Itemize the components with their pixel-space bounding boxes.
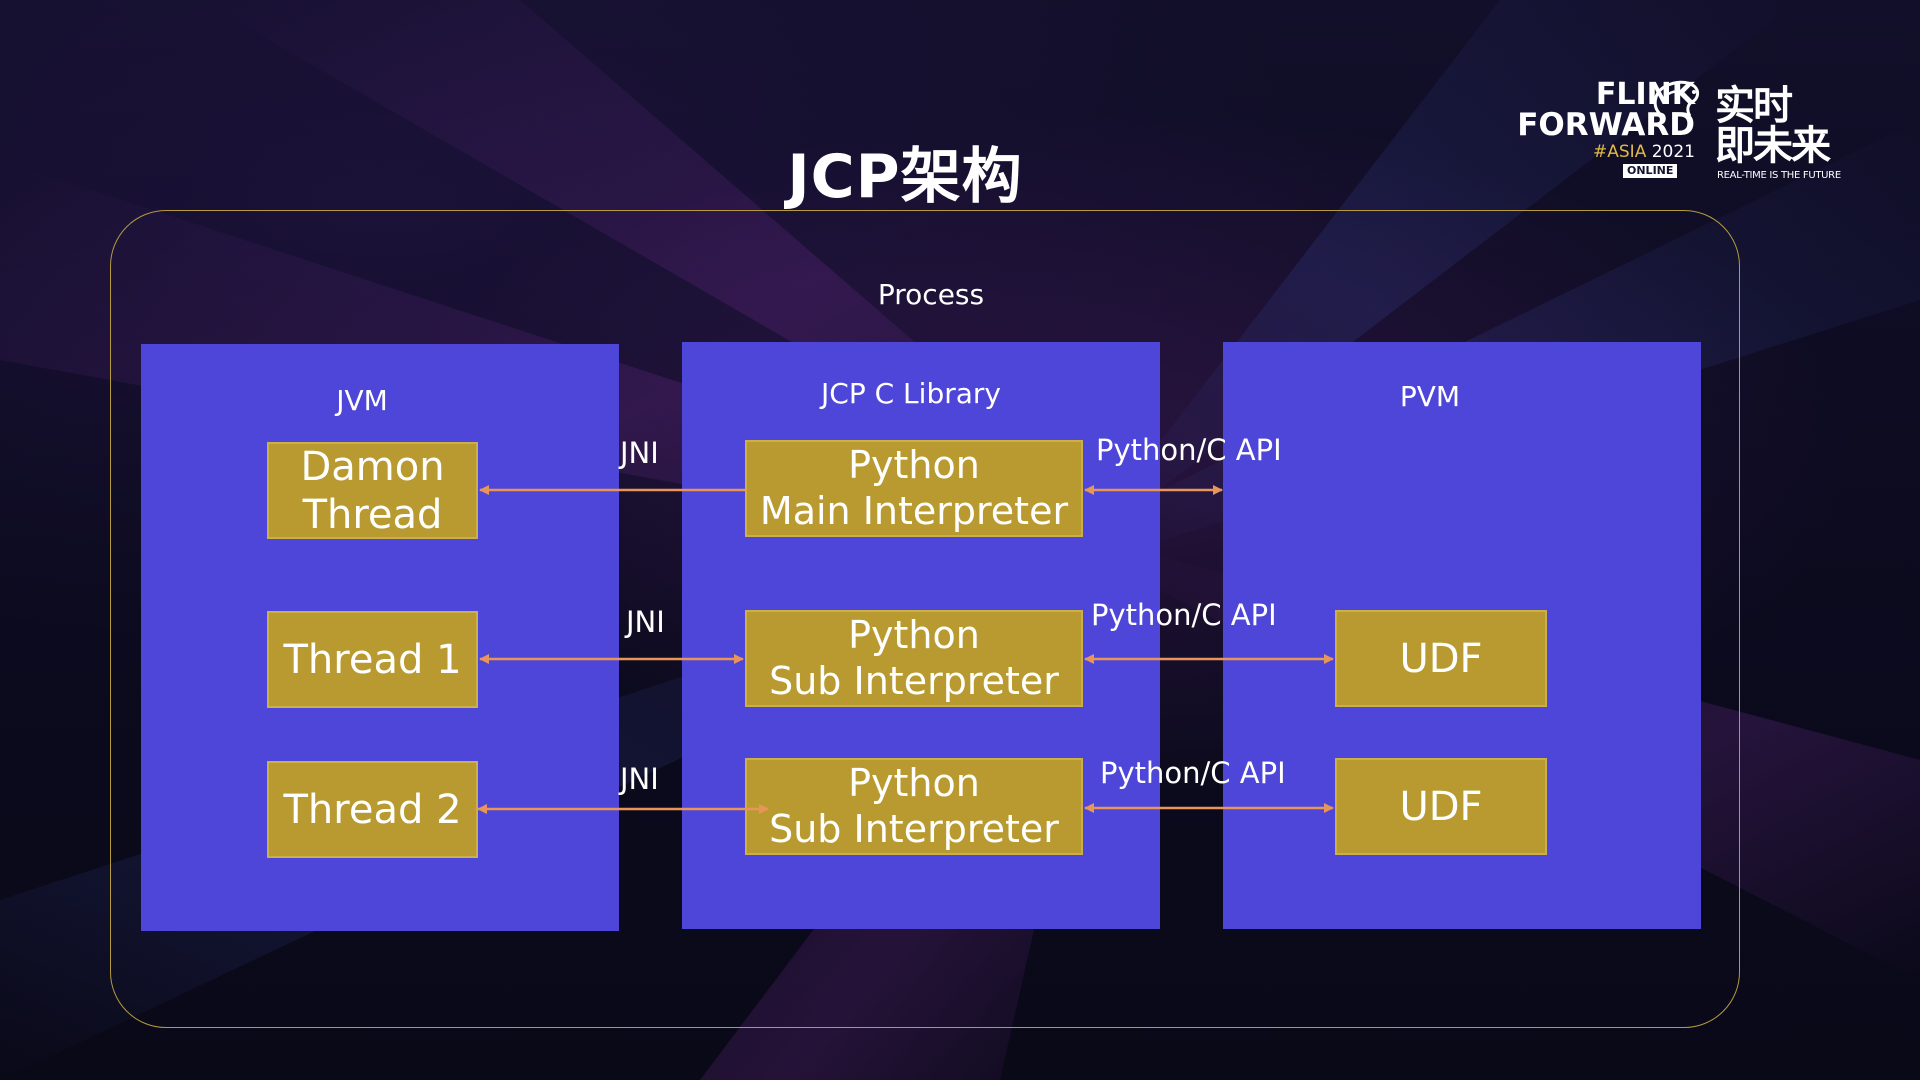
logo-tagline: REAL-TIME IS THE FUTURE <box>1717 170 1841 181</box>
main-interp-line-1: Python <box>848 442 980 487</box>
flink-forward-logo: FLINK FORWARD #ASIA 2021 ONLINE 实时 即未来 R… <box>1515 66 1845 186</box>
slide-title: JCP架构 <box>787 142 1023 212</box>
udf-box-2: UDF <box>1335 758 1547 855</box>
logo-edition-year: 2021 <box>1646 142 1695 162</box>
python-c-api-label-1: Python/C API <box>1096 433 1282 467</box>
sub-interp-2-line-1: Python <box>848 760 980 805</box>
jni-label-1: JNI <box>620 436 659 470</box>
jni-label-2: JNI <box>626 605 665 639</box>
python-sub-interpreter-box-1: Python Sub Interpreter <box>745 610 1083 707</box>
logo-flink-text: FLINK <box>1595 77 1695 112</box>
python-main-interpreter-box: Python Main Interpreter <box>745 440 1083 537</box>
thread-1-box: Thread 1 <box>267 611 478 708</box>
squirrel-icon <box>1653 80 1700 117</box>
damon-thread-box: Damon Thread <box>267 442 478 539</box>
damon-thread-line-2: Thread <box>302 491 443 538</box>
jni-label-3: JNI <box>620 762 659 796</box>
thread-1-label: Thread 1 <box>283 636 462 683</box>
sub-interp-1-line-1: Python <box>848 612 980 657</box>
udf-box-1: UDF <box>1335 610 1547 707</box>
jcp-panel-label: JCP C Library <box>821 377 1001 410</box>
jvm-panel-label: JVM <box>336 384 388 417</box>
logo-forward-text: FORWARD <box>1517 107 1695 143</box>
process-frame <box>110 210 1740 1028</box>
main-interp-line-2: Main Interpreter <box>759 488 1069 533</box>
logo-edition-prefix: #ASIA <box>1593 142 1647 162</box>
udf-1-label: UDF <box>1399 635 1483 682</box>
process-label: Process <box>877 278 985 311</box>
python-c-api-label-3: Python/C API <box>1100 756 1286 790</box>
logo-online-badge: ONLINE <box>1623 164 1678 179</box>
logo-cn-line2: 即未来 <box>1715 123 1831 169</box>
logo-cn-line1: 实时 <box>1715 83 1793 129</box>
pvm-panel-label: PVM <box>1399 380 1461 413</box>
thread-2-label: Thread 2 <box>283 786 462 833</box>
thread-2-box: Thread 2 <box>267 761 478 858</box>
damon-thread-line-1: Damon <box>300 443 445 490</box>
sub-interp-1-line-2: Sub Interpreter <box>769 658 1059 703</box>
sub-interp-2-line-2: Sub Interpreter <box>769 806 1059 851</box>
python-sub-interpreter-box-2: Python Sub Interpreter <box>745 758 1083 855</box>
udf-2-label: UDF <box>1399 783 1483 830</box>
logo-edition: #ASIA 2021 <box>1577 144 1695 161</box>
python-c-api-label-2: Python/C API <box>1091 598 1277 632</box>
